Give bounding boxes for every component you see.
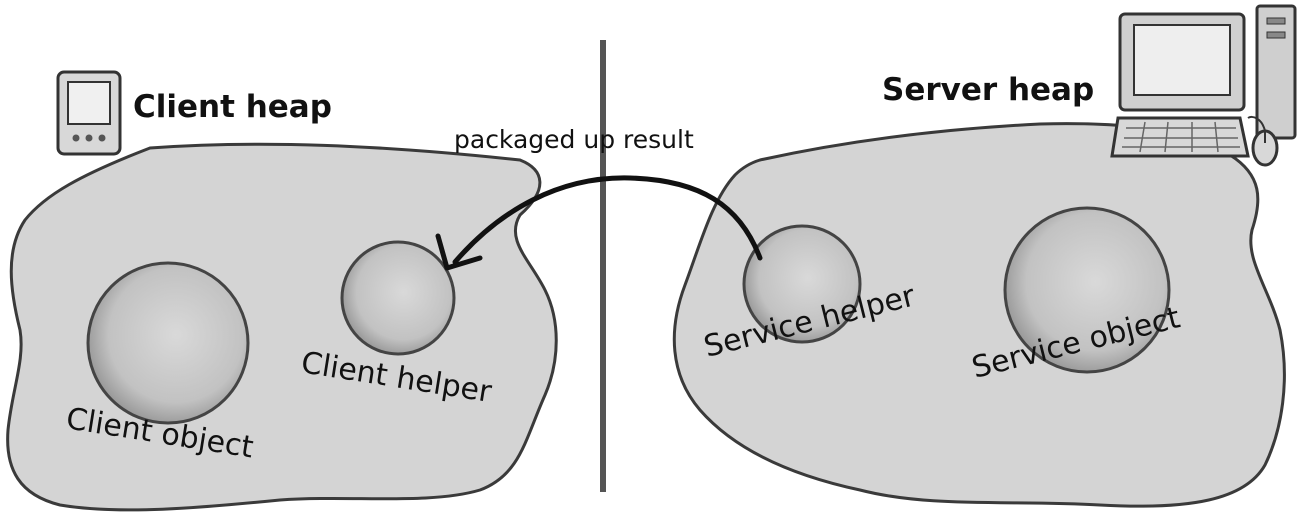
client-helper-sphere bbox=[340, 240, 456, 356]
client-heap-title: Client heap bbox=[133, 89, 332, 125]
arrow-label: packaged up result bbox=[454, 125, 694, 154]
result-arrow bbox=[452, 175, 763, 265]
desktop-computer-icon bbox=[1110, 4, 1297, 167]
result-arrow-head bbox=[435, 233, 483, 271]
client-object-sphere bbox=[86, 261, 250, 425]
tablet-icon bbox=[56, 70, 122, 156]
service-object-sphere bbox=[1003, 206, 1171, 374]
server-heap-title: Server heap bbox=[882, 72, 1094, 108]
service-helper-sphere bbox=[742, 224, 862, 344]
